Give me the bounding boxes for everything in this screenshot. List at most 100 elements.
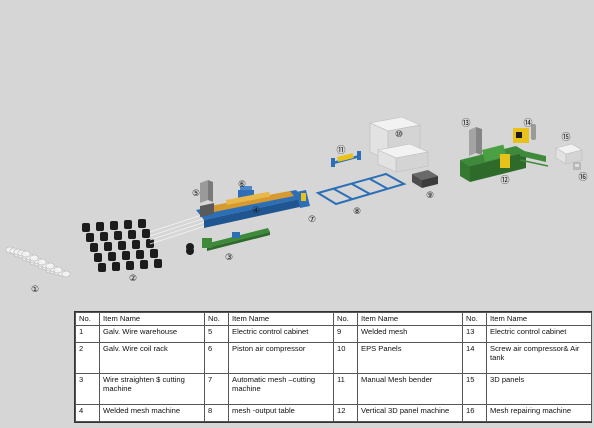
callout-16: ⑯ <box>578 172 587 183</box>
column-header: No. <box>462 312 487 326</box>
rack-coil <box>146 239 154 248</box>
piston-air-compressor <box>238 186 254 200</box>
rack-coil <box>124 220 132 229</box>
callout-1: ① <box>31 285 39 295</box>
callout-7: ⑦ <box>308 215 316 225</box>
item-name-cell: Screw air compressor& Air tank <box>486 342 592 374</box>
item-number-cell: 9 <box>333 324 358 344</box>
column-header: Item Name <box>228 312 334 326</box>
mesh-repairing-machine <box>573 162 581 170</box>
column-header: No. <box>204 312 229 326</box>
wire-feed-lines <box>149 213 206 245</box>
item-name-cell: Piston air compressor <box>228 342 334 374</box>
item-number-cell: 1 <box>75 324 100 344</box>
rack-coil <box>96 222 104 231</box>
screw-air-compressor <box>513 124 536 143</box>
rack-coil <box>82 223 90 232</box>
rack-coil <box>140 260 148 269</box>
rack-coil <box>142 229 150 238</box>
rack-coil <box>98 263 106 272</box>
rack-coil <box>126 261 134 270</box>
rack-coil <box>122 251 130 260</box>
item-name-cell: Manual Mesh bender <box>357 372 463 405</box>
rack-coil <box>112 262 120 271</box>
callout-6: ⑥ <box>238 180 246 190</box>
callout-2: ② <box>129 274 137 284</box>
mesh-cutting-machine <box>296 190 310 208</box>
item-number-cell: 6 <box>204 342 229 374</box>
callout-9: ⑨ <box>426 191 434 201</box>
warehouse-coil <box>53 266 63 274</box>
rack-coil <box>132 240 140 249</box>
rack-coil <box>104 242 112 251</box>
rack-coil <box>150 249 158 258</box>
column-header: Item Name <box>99 312 205 326</box>
item-name-cell: Welded mesh machine <box>99 403 205 423</box>
item-name-cell: Welded mesh <box>357 324 463 344</box>
rack-coil <box>154 259 162 268</box>
item-number-cell: 12 <box>333 403 358 423</box>
column-header: Item Name <box>486 312 592 326</box>
callout-4: ④ <box>252 206 260 216</box>
rack-coil <box>138 219 146 228</box>
callout-15: ⑮ <box>561 132 570 143</box>
rack-coil <box>118 241 126 250</box>
item-number-cell: 3 <box>75 372 100 405</box>
eps-panels <box>368 116 430 173</box>
item-name-cell: EPS Panels <box>357 342 463 374</box>
warehouse-coil <box>21 250 31 258</box>
rack-coil <box>128 230 136 239</box>
item-number-cell: 13 <box>462 324 487 344</box>
wire-coil-rack <box>82 219 162 272</box>
production-line-diagram: ① ② ③ ④ ⑤ ⑥ ⑦ ⑧ ⑨ ⑩ ⑪ ⑫ ⑬ ⑭ ⑮ ⑯ <box>5 116 588 295</box>
rack-coil <box>108 252 116 261</box>
rack-coil <box>94 253 102 262</box>
callout-8: ⑧ <box>353 207 361 217</box>
rack-coil <box>100 232 108 241</box>
callout-3: ③ <box>225 253 233 263</box>
manual-mesh-bender <box>331 151 361 167</box>
item-number-cell: 2 <box>75 342 100 374</box>
welded-mesh-stack <box>412 170 438 188</box>
electric-control-cabinet-2 <box>469 127 482 156</box>
item-name-cell: 3D panels <box>486 372 592 405</box>
wire-warehouse <box>5 246 71 278</box>
callout-11: ⑪ <box>336 145 345 156</box>
item-number-cell: 5 <box>204 324 229 344</box>
item-name-cell: Automatic mesh –cutting machine <box>228 372 334 405</box>
item-name-cell: Galv. Wire coil rack <box>99 342 205 374</box>
callout-5: ⑤ <box>192 189 200 199</box>
warehouse-coil <box>29 254 39 262</box>
rack-coil <box>86 233 94 242</box>
rack-coil <box>136 250 144 259</box>
item-name-cell: Mesh repairing machine <box>486 403 592 423</box>
item-name-cell: mesh -output table <box>228 403 334 423</box>
rack-coil <box>114 231 122 240</box>
wire-straighten-cutting-machine <box>186 228 270 255</box>
vertical-3d-panel-machine <box>460 144 549 182</box>
item-name-cell: Electric control cabinet <box>228 324 334 344</box>
item-number-cell: 11 <box>333 372 358 405</box>
warehouse-coil <box>45 262 55 270</box>
column-header: No. <box>333 312 358 326</box>
column-header: No. <box>75 312 100 326</box>
item-name-cell: Electric control cabinet <box>486 324 592 344</box>
item-number-cell: 4 <box>75 403 100 423</box>
column-header: Item Name <box>357 312 463 326</box>
item-number-cell: 7 <box>204 372 229 405</box>
callout-labels: ① ② ③ ④ ⑤ ⑥ ⑦ ⑧ ⑨ ⑩ ⑪ ⑫ ⑬ ⑭ ⑮ ⑯ <box>31 118 588 295</box>
electric-control-cabinet <box>200 180 213 203</box>
warehouse-coil <box>61 270 71 278</box>
item-name-cell: Galv. Wire warehouse <box>99 324 205 344</box>
item-number-cell: 8 <box>204 403 229 423</box>
rack-coil <box>110 221 118 230</box>
item-name-cell: Wire straighten $ cutting machine <box>99 372 205 405</box>
mesh-output-table <box>315 172 407 206</box>
item-number-cell: 10 <box>333 342 358 374</box>
